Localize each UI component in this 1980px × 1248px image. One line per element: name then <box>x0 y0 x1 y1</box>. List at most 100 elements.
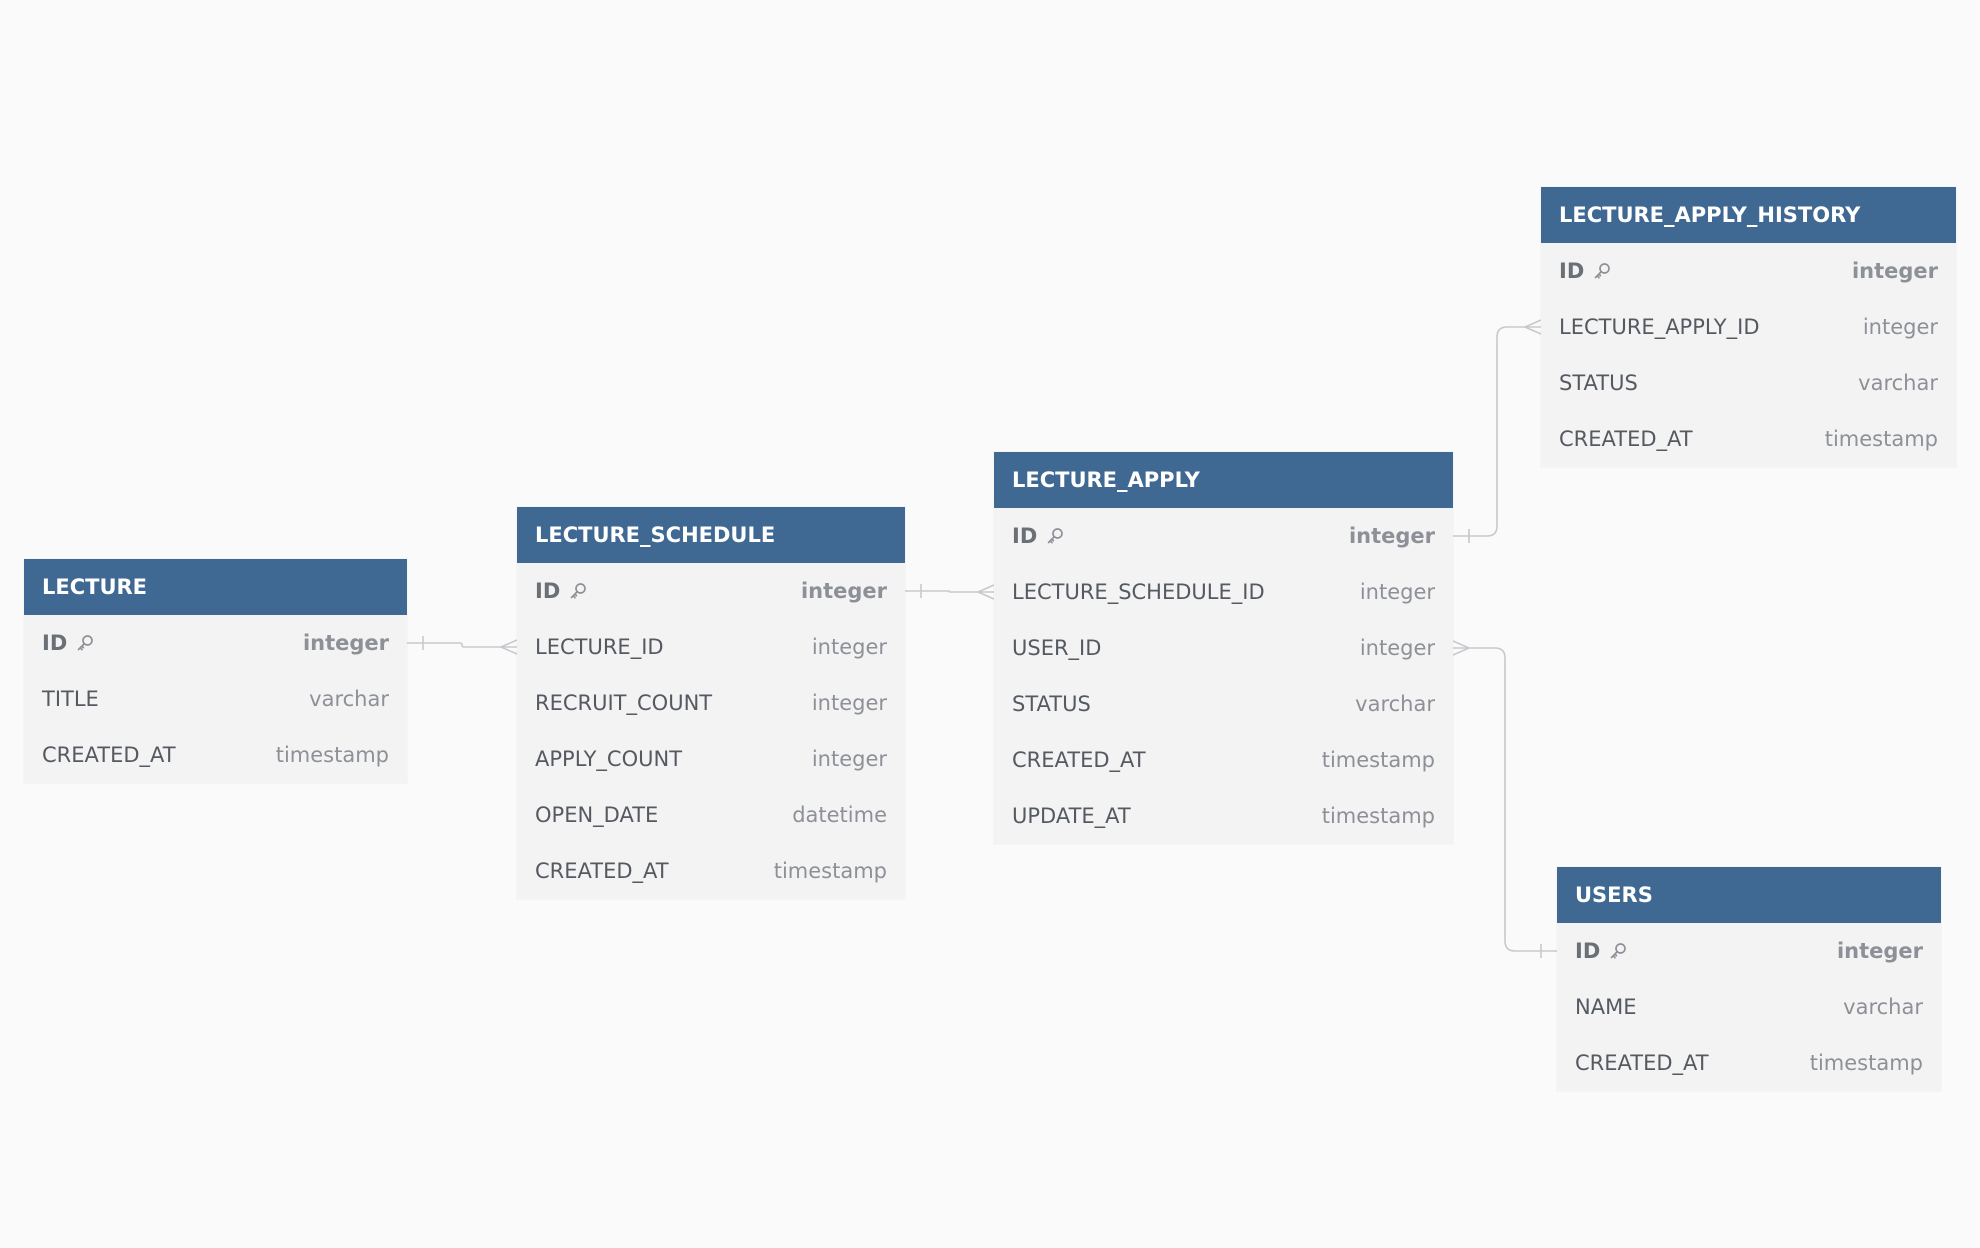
column-name-text: APPLY_COUNT <box>535 747 683 771</box>
column-name-text: ID <box>535 579 561 603</box>
column-name: USER_ID <box>1012 636 1101 660</box>
column-name: ID <box>42 631 95 655</box>
column-type: integer <box>1359 636 1435 660</box>
column-type: integer <box>1359 580 1435 604</box>
column-type: timestamp <box>1809 1051 1923 1075</box>
column-name: OPEN_DATE <box>535 803 658 827</box>
column-name: LECTURE_ID <box>535 635 664 659</box>
column-row-id[interactable]: ID integer <box>517 563 905 619</box>
column-row-status[interactable]: STATUS varchar <box>1541 355 1956 411</box>
column-type: varchar <box>1858 371 1938 395</box>
column-type: integer <box>1836 939 1923 963</box>
column-name-text: ID <box>1012 524 1038 548</box>
column-row-lecture-apply-id[interactable]: LECTURE_APPLY_ID integer <box>1541 299 1956 355</box>
column-row-created-at[interactable]: CREATED_AT timestamp <box>994 732 1453 788</box>
column-type: varchar <box>309 687 389 711</box>
column-type: varchar <box>1355 692 1435 716</box>
relation-line <box>1453 647 1557 952</box>
relation-many-marker <box>1452 640 1470 656</box>
column-name: LECTURE_SCHEDULE_ID <box>1012 580 1265 604</box>
column-type: integer <box>302 631 389 655</box>
column-row-user-id[interactable]: USER_ID integer <box>994 620 1453 676</box>
column-name-text: CREATED_AT <box>1012 748 1146 772</box>
table-title[interactable]: LECTURE_APPLY_HISTORY <box>1541 187 1956 243</box>
column-name-text: LECTURE_SCHEDULE_ID <box>1012 580 1265 604</box>
column-name-text: STATUS <box>1012 692 1091 716</box>
column-name-text: LECTURE_APPLY_ID <box>1559 315 1760 339</box>
column-row-id[interactable]: ID integer <box>994 508 1453 564</box>
column-name: STATUS <box>1559 371 1638 395</box>
column-name-text: USER_ID <box>1012 636 1102 660</box>
column-type: timestamp <box>275 743 389 767</box>
column-name: STATUS <box>1012 692 1091 716</box>
table-title[interactable]: LECTURE_APPLY <box>994 452 1453 508</box>
column-type: timestamp <box>1321 804 1435 828</box>
column-name: CREATED_AT <box>42 743 176 767</box>
column-row-id[interactable]: ID integer <box>24 615 407 671</box>
column-type: integer <box>1348 524 1435 548</box>
column-type: integer <box>800 579 887 603</box>
column-row-title[interactable]: TITLE varchar <box>24 671 407 727</box>
relation-line <box>905 590 994 593</box>
column-name: LECTURE_APPLY_ID <box>1559 315 1759 339</box>
column-name: NAME <box>1575 995 1636 1019</box>
column-name: APPLY_COUNT <box>535 747 682 771</box>
column-name: CREATED_AT <box>1559 427 1693 451</box>
column-row-update-at[interactable]: UPDATE_AT timestamp <box>994 788 1453 844</box>
column-row-apply-count[interactable]: APPLY_COUNT integer <box>517 731 905 787</box>
primary-key-icon <box>1592 261 1612 281</box>
column-name-text: CREATED_AT <box>42 743 176 767</box>
column-name: CREATED_AT <box>1575 1051 1709 1075</box>
column-row-name[interactable]: NAME varchar <box>1557 979 1941 1035</box>
column-name: CREATED_AT <box>535 859 669 883</box>
column-name-text: CREATED_AT <box>1559 427 1693 451</box>
column-type: timestamp <box>1824 427 1938 451</box>
primary-key-icon <box>1608 941 1628 961</box>
column-row-lecture-schedule-id[interactable]: LECTURE_SCHEDULE_ID integer <box>994 564 1453 620</box>
column-row-open-date[interactable]: OPEN_DATE datetime <box>517 787 905 843</box>
column-name: CREATED_AT <box>1012 748 1146 772</box>
column-name: ID <box>1575 939 1628 963</box>
column-row-created-at[interactable]: CREATED_AT timestamp <box>24 727 407 783</box>
column-type: integer <box>1862 315 1938 339</box>
column-row-created-at[interactable]: CREATED_AT timestamp <box>1541 411 1956 467</box>
relation-line <box>407 642 517 648</box>
column-name-text: CREATED_AT <box>1575 1051 1709 1075</box>
column-type: timestamp <box>1321 748 1435 772</box>
column-name: RECRUIT_COUNT <box>535 691 712 715</box>
table-title[interactable]: USERS <box>1557 867 1941 923</box>
column-name: ID <box>1012 524 1065 548</box>
column-name-text: LECTURE_ID <box>535 635 664 659</box>
column-row-id[interactable]: ID integer <box>1557 923 1941 979</box>
column-type: datetime <box>792 803 887 827</box>
column-row-created-at[interactable]: CREATED_AT timestamp <box>1557 1035 1941 1091</box>
column-type: integer <box>811 635 887 659</box>
column-type: integer <box>811 747 887 771</box>
column-row-lecture-id[interactable]: LECTURE_ID integer <box>517 619 905 675</box>
column-name-text: OPEN_DATE <box>535 803 659 827</box>
column-name-text: ID <box>1559 259 1585 283</box>
primary-key-icon <box>1045 526 1065 546</box>
column-name: TITLE <box>42 687 99 711</box>
column-type: integer <box>1851 259 1938 283</box>
table-title[interactable]: LECTURE <box>24 559 407 615</box>
column-row-status[interactable]: STATUS varchar <box>994 676 1453 732</box>
column-name: ID <box>1559 259 1612 283</box>
column-name: ID <box>535 579 588 603</box>
relation-line <box>1453 326 1541 537</box>
column-name-text: UPDATE_AT <box>1012 804 1131 828</box>
relation-many-marker <box>977 584 995 600</box>
column-name-text: RECRUIT_COUNT <box>535 691 713 715</box>
column-row-id[interactable]: ID integer <box>1541 243 1956 299</box>
relation-many-marker <box>1524 319 1542 335</box>
column-type: varchar <box>1843 995 1923 1019</box>
table-title[interactable]: LECTURE_SCHEDULE <box>517 507 905 563</box>
column-name-text: STATUS <box>1559 371 1638 395</box>
